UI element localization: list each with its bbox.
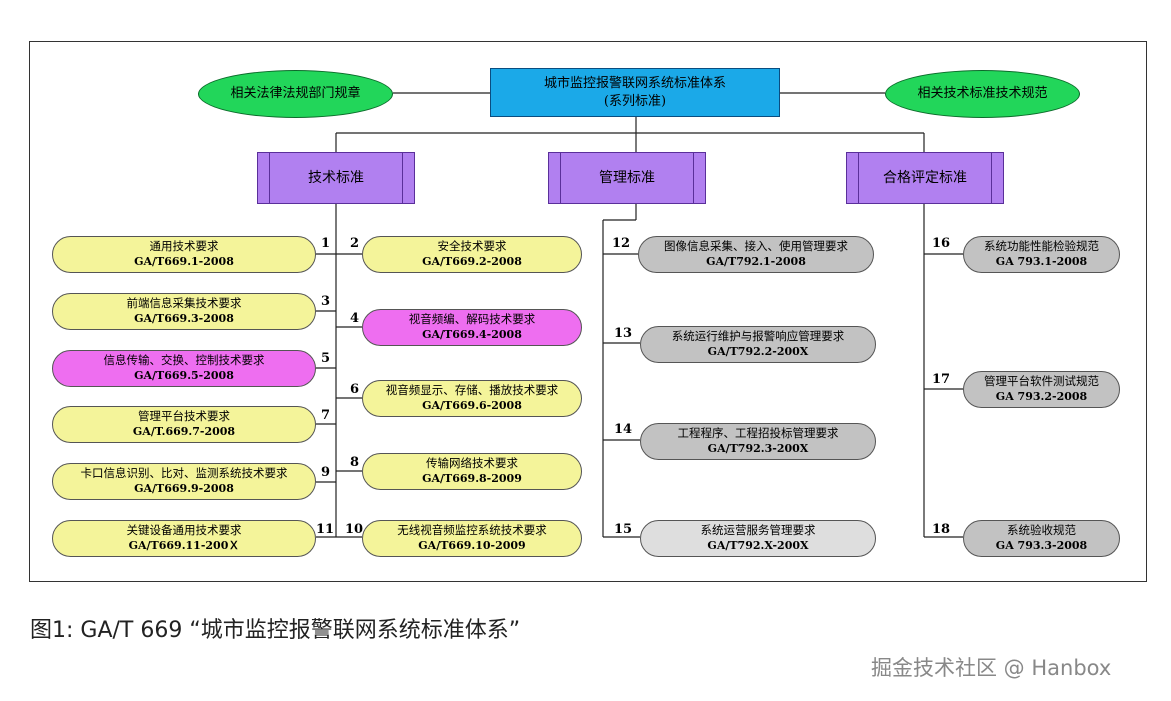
item-number-1: 1 [321, 236, 331, 251]
item-number-6: 6 [350, 382, 360, 397]
item-number-10: 10 [345, 522, 364, 537]
standard-title: 视音频显示、存储、播放技术要求 [385, 383, 559, 398]
standard-code: GA/T669.5-2008 [134, 368, 234, 382]
standard-item-9: 卡口信息识别、比对、监测系统技术要求 GA/T669.9-2008 [52, 463, 316, 500]
item-number-3: 3 [321, 294, 331, 309]
item-number-13: 13 [614, 326, 633, 341]
standard-item-18: 系统验收规范 GA 793.3-2008 [963, 520, 1120, 557]
item-number-4: 4 [350, 311, 360, 326]
watermark: 掘金技术社区 @ Hanbox [871, 656, 1112, 680]
standard-title: 管理平台软件测试规范 [984, 374, 1099, 389]
standard-code: GA/T792.3-200X [707, 441, 809, 455]
standard-code: GA 793.1-2008 [995, 254, 1088, 268]
standard-title: 系统运营服务管理要求 [700, 523, 816, 538]
standard-item-15: 系统运营服务管理要求 GA/T792.X-200X [640, 520, 876, 557]
standard-item-16: 系统功能性能检验规范 GA 793.1-2008 [963, 236, 1120, 273]
standard-code: GA/T669.8-2009 [422, 471, 522, 485]
standard-code: GA/T792.1-2008 [706, 254, 806, 268]
standard-title: 信息传输、交换、控制技术要求 [103, 353, 265, 368]
standard-item-11: 关键设备通用技术要求 GA/T669.11-200Ｘ [52, 520, 316, 557]
standard-item-8: 传输网络技术要求 GA/T669.8-2009 [362, 453, 582, 490]
standard-code: GA/T792.2-200X [707, 344, 809, 358]
related-tech-specs-label: 相关技术标准技术规范 [917, 86, 1048, 102]
standard-title: 卡口信息识别、比对、监测系统技术要求 [80, 466, 288, 481]
item-number-2: 2 [350, 236, 360, 251]
standard-title: 管理平台技术要求 [138, 409, 230, 424]
standard-code: GA 793.3-2008 [995, 538, 1088, 552]
item-number-8: 8 [350, 455, 360, 470]
standard-item-13: 系统运行维护与报警响应管理要求 GA/T792.2-200X [640, 326, 876, 363]
standard-code: GA 793.2-2008 [995, 389, 1088, 403]
related-tech-specs-ellipse: 相关技术标准技术规范 [885, 70, 1080, 118]
category-management-standards: 管理标准 [548, 152, 706, 204]
standard-title: 前端信息采集技术要求 [126, 296, 242, 311]
item-number-16: 16 [932, 236, 951, 251]
standard-title: 系统运行维护与报警响应管理要求 [671, 329, 845, 344]
standard-code: GA/T669.10-2009 [418, 538, 526, 552]
standard-item-17: 管理平台软件测试规范 GA 793.2-2008 [963, 371, 1120, 408]
standard-title: 系统功能性能检验规范 [984, 239, 1099, 254]
item-number-12: 12 [612, 236, 631, 251]
standard-item-2: 安全技术要求 GA/T669.2-2008 [362, 236, 582, 273]
standard-code: GA/T669.9-2008 [134, 481, 234, 495]
standard-code: GA/T669.3-2008 [134, 311, 234, 325]
root-subtitle: (系列标准) [603, 93, 667, 109]
item-number-18: 18 [932, 522, 951, 537]
root-standard-box: 城市监控报警联网系统标准体系 (系列标准) [490, 68, 780, 117]
item-number-7: 7 [321, 408, 331, 423]
item-number-14: 14 [614, 422, 633, 437]
standard-code: GA/T669.11-200Ｘ [128, 538, 240, 552]
standard-title: 通用技术要求 [149, 239, 219, 254]
standard-code: GA/T669.2-2008 [422, 254, 522, 268]
standard-item-4: 视音频编、解码技术要求 GA/T669.4-2008 [362, 309, 582, 346]
category-conformity-standards: 合格评定标准 [846, 152, 1004, 204]
standard-item-12: 图像信息采集、接入、使用管理要求 GA/T792.1-2008 [638, 236, 874, 273]
item-number-9: 9 [321, 465, 331, 480]
standard-title: 关键设备通用技术要求 [126, 523, 242, 538]
item-number-5: 5 [321, 351, 331, 366]
standard-title: 无线视音频监控系统技术要求 [397, 523, 547, 538]
root-title: 城市监控报警联网系统标准体系 [543, 75, 726, 91]
standard-code: GA/T792.X-200X [707, 538, 809, 552]
item-number-17: 17 [932, 372, 951, 387]
category-label: 技术标准 [308, 169, 364, 186]
standard-item-5: 信息传输、交换、控制技术要求 GA/T669.5-2008 [52, 350, 316, 387]
diagram-frame [29, 41, 1147, 582]
related-laws-ellipse: 相关法律法规部门规章 [198, 70, 393, 118]
standard-item-3: 前端信息采集技术要求 GA/T669.3-2008 [52, 293, 316, 330]
standard-item-14: 工程程序、工程招投标管理要求 GA/T792.3-200X [640, 423, 876, 460]
standard-item-7: 管理平台技术要求 GA/T.669.7-2008 [52, 406, 316, 443]
standard-item-1: 通用技术要求 GA/T669.1-2008 [52, 236, 316, 273]
standard-code: GA/T669.1-2008 [134, 254, 234, 268]
standard-title: 图像信息采集、接入、使用管理要求 [664, 239, 848, 254]
standard-item-6: 视音频显示、存储、播放技术要求 GA/T669.6-2008 [362, 380, 582, 417]
item-number-11: 11 [316, 522, 335, 537]
category-label: 合格评定标准 [883, 169, 967, 186]
standard-code: GA/T669.4-2008 [422, 327, 522, 341]
category-technical-standards: 技术标准 [257, 152, 415, 204]
standard-title: 视音频编、解码技术要求 [408, 312, 536, 327]
standard-title: 工程程序、工程招投标管理要求 [677, 426, 839, 441]
standard-code: GA/T669.6-2008 [422, 398, 522, 412]
item-number-15: 15 [614, 522, 633, 537]
standard-title: 安全技术要求 [437, 239, 507, 254]
standard-title: 系统验收规范 [1007, 523, 1076, 538]
standard-title: 传输网络技术要求 [426, 456, 518, 471]
figure-caption: 图1: GA/T 669 “城市监控报警联网系统标准体系” [30, 618, 521, 643]
standard-code: GA/T.669.7-2008 [132, 424, 236, 438]
category-label: 管理标准 [599, 169, 655, 186]
standard-item-10: 无线视音频监控系统技术要求 GA/T669.10-2009 [362, 520, 582, 557]
related-laws-label: 相关法律法规部门规章 [230, 86, 361, 102]
